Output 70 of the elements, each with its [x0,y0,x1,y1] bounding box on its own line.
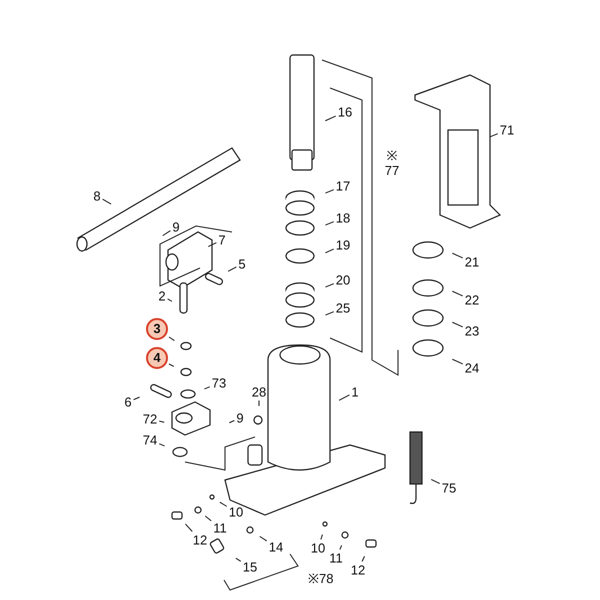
callout-number: 28 [250,384,268,400]
assembly-note: ※ 77 [384,148,400,178]
callout-number: 74 [142,432,158,448]
leader-line [162,230,171,236]
leader-line [219,502,228,507]
leader-line [259,536,268,542]
assembly-note: ※78 [308,571,334,586]
leader-line [228,420,235,424]
leader-line [338,394,350,401]
leader-line [167,298,172,302]
callout-number: 17 [334,178,352,194]
callout-number: 7 [217,232,227,248]
callout-number: 1 [350,384,360,400]
leader-line [168,364,174,367]
leader-line [324,221,334,226]
callout-number: 11 [328,550,344,566]
callout-number: 12 [192,532,208,548]
leader-line [320,534,323,540]
leader-line [339,544,342,550]
leader-line [204,386,210,390]
callout-number: 3 [146,318,168,340]
callout-number: 71 [498,122,516,138]
callout-number: 19 [334,238,352,252]
leader-line [430,478,440,484]
leader-line [452,322,464,328]
callout-number: 73 [210,376,228,390]
callout-number: 18 [334,210,352,226]
leader-line [158,443,166,446]
callout-number: 4 [146,347,168,369]
callout-number: 22 [464,292,480,308]
leader-line [102,198,112,205]
callout-number: 6 [123,394,133,410]
leader-line [204,516,212,522]
leader-line [158,420,165,423]
callout-number: 25 [334,300,352,316]
callout-number: 9 [235,410,245,426]
callout-number: 12 [350,562,366,578]
callout-number: 72 [142,412,158,426]
callout-number: 11 [212,520,228,536]
leader-line [133,396,140,400]
leader-line [228,266,237,272]
leader-line [362,556,366,562]
leader-line [452,290,464,296]
leader-line [235,558,242,562]
leader-line [452,252,464,258]
callout-number: 23 [464,324,480,338]
callout-number: 10 [310,540,326,556]
callout-number: 10 [228,504,244,520]
callout-number: 5 [237,256,247,272]
leader-line [208,242,217,248]
leader-line [324,116,336,122]
callout-number: 21 [464,254,480,270]
leader-line [488,133,498,138]
callout-number: 16 [336,104,354,120]
callout-number: 8 [92,188,102,204]
leader-line [324,311,334,316]
leader-line [324,248,334,254]
callout-number: 2 [157,288,167,304]
leader-line [324,189,334,194]
leader-line [324,283,334,288]
callout-number: 20 [334,272,352,288]
leader-line [258,400,260,406]
callout-number: 14 [268,540,284,554]
callout-number: 24 [464,360,480,376]
leader-line [168,336,175,342]
callout-number: 75 [440,480,458,496]
callout-number: 9 [171,220,181,234]
leader-line [452,358,464,364]
leader-line [184,523,193,532]
callout-number: 15 [242,560,258,574]
